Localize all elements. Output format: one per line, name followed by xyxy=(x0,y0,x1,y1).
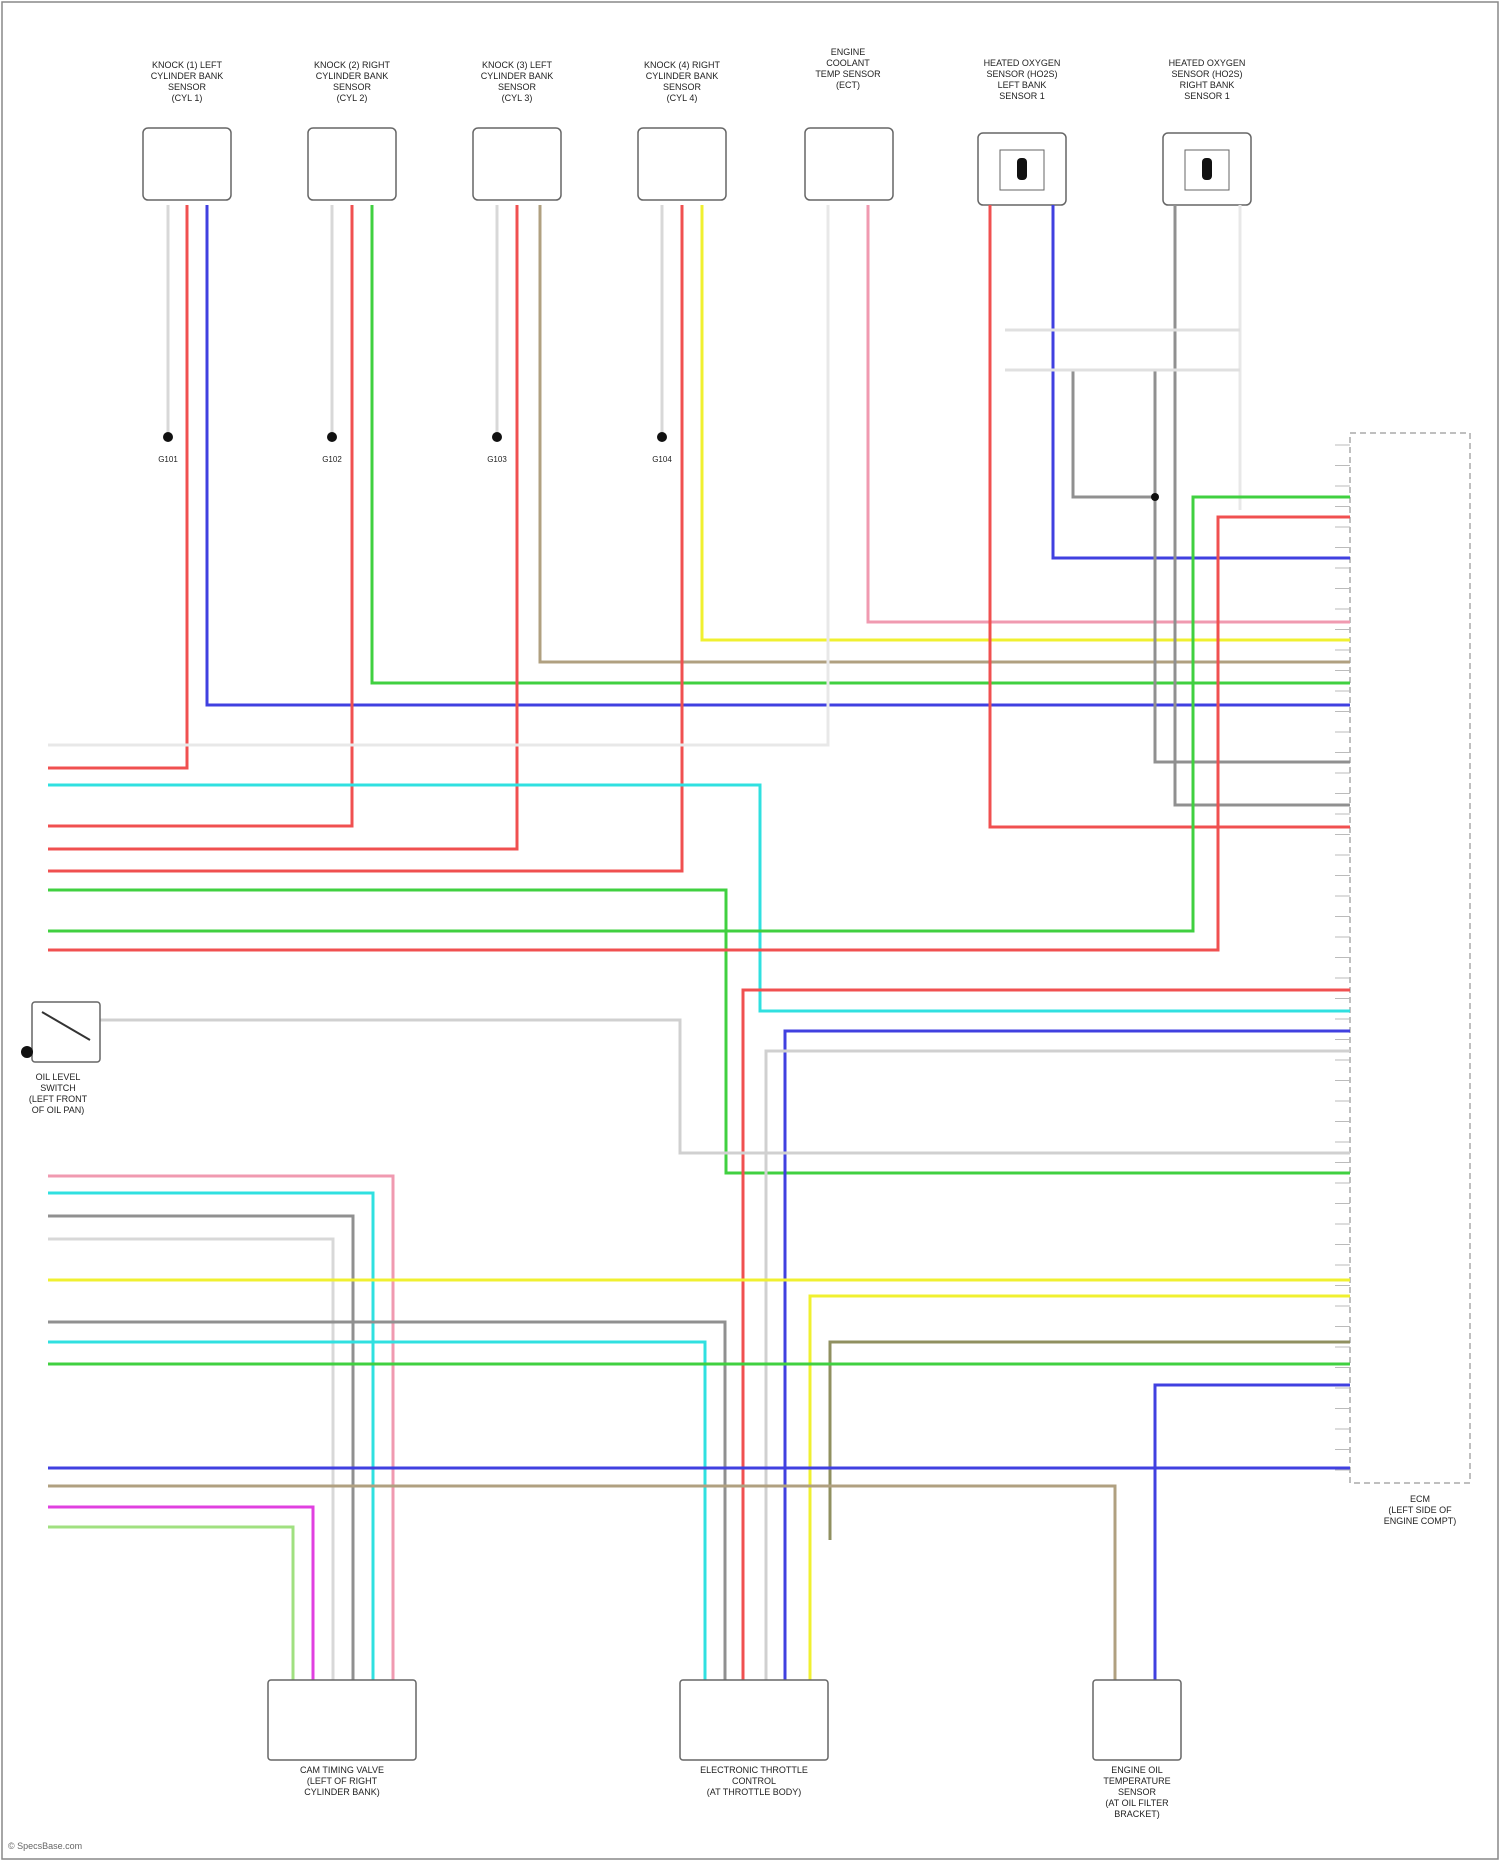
electronic-throttle-control xyxy=(680,1680,828,1760)
cam-timing-valve xyxy=(268,1680,416,1760)
knock-sensor-2 xyxy=(308,128,396,200)
ground-dot xyxy=(163,432,173,442)
splice-dot xyxy=(1151,493,1159,501)
ground-dot xyxy=(492,432,502,442)
knock-sensor-3 xyxy=(473,128,561,200)
ecm-box xyxy=(1350,433,1470,1483)
coolant-sensor xyxy=(805,128,893,200)
ground-label: G102 xyxy=(322,455,342,464)
ground-dot xyxy=(327,432,337,442)
knock-sensor-4 xyxy=(638,128,726,200)
ecm-pins xyxy=(1335,445,1350,1470)
hego-left-sensor xyxy=(978,133,1066,205)
footer-text: © SpecsBase.com xyxy=(8,1841,82,1851)
oil-level-switch xyxy=(21,1002,100,1062)
knock-sensor-1 xyxy=(143,128,231,200)
ground-dot xyxy=(657,432,667,442)
ground-label: G103 xyxy=(487,455,507,464)
hego-right-sensor xyxy=(1163,133,1251,205)
ground-label: G101 xyxy=(158,455,178,464)
engine-oil-temp-sensor xyxy=(1093,1680,1181,1760)
ground-label: G104 xyxy=(652,455,672,464)
